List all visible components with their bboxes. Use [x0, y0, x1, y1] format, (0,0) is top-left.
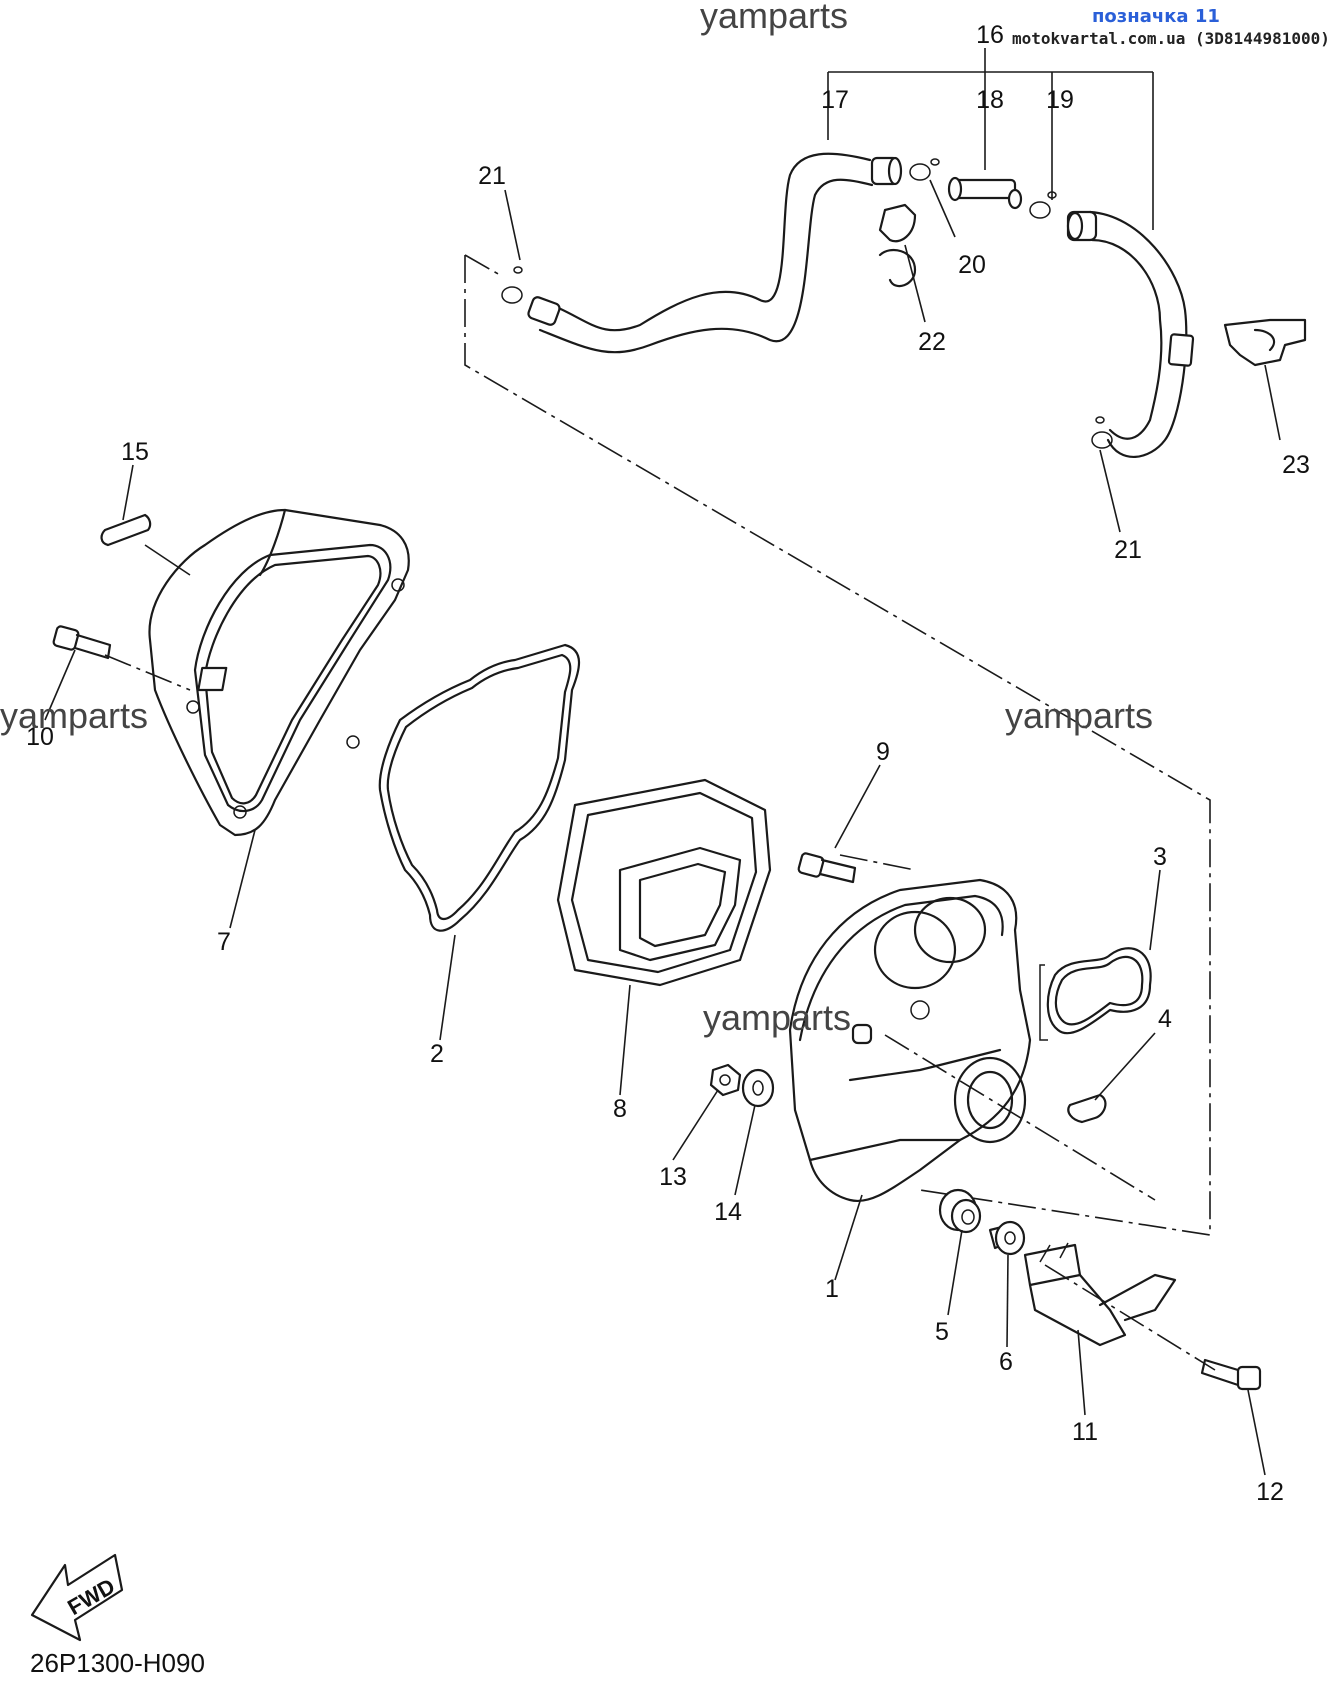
hose-clips	[501, 158, 1113, 449]
part-label: 22	[918, 328, 946, 356]
part-label: 5	[935, 1318, 949, 1346]
part-label: 3	[1153, 843, 1167, 871]
holder-23	[1223, 318, 1307, 367]
clamp-22	[878, 203, 917, 288]
seal-3	[1039, 947, 1152, 1041]
part-label: 4	[1158, 1005, 1172, 1033]
part-label: 18	[976, 86, 1004, 114]
part-label: 2	[430, 1040, 444, 1068]
right-hose	[1066, 210, 1195, 458]
part-label: 13	[659, 1163, 687, 1191]
fwd-arrow-icon: FWD	[30, 1553, 124, 1642]
bolt-9	[797, 852, 857, 884]
bolt-10	[52, 625, 112, 660]
air-cleaner-cover	[148, 508, 410, 837]
part-label: 12	[1256, 1478, 1284, 1506]
part-label: 11	[1072, 1418, 1098, 1446]
header-site: motokvartal.com.ua (3D8144981000)	[1012, 29, 1330, 48]
part-label: 10	[26, 723, 54, 751]
part-label: 7	[217, 928, 231, 956]
label-15	[100, 513, 152, 547]
part-label: 23	[1282, 451, 1310, 479]
part-label: 19	[1046, 86, 1074, 114]
bolt-12	[1200, 1358, 1262, 1391]
washer-14	[741, 1068, 775, 1108]
watermark: yamparts	[703, 997, 851, 1038]
seal-4	[1067, 1093, 1107, 1124]
nut-13	[709, 1063, 742, 1097]
diagram-code: 26P1300-H090	[30, 1648, 205, 1678]
part-label: 17	[821, 86, 849, 114]
assembly-outline	[104, 254, 1216, 1371]
bracket-16	[827, 48, 1154, 230]
leader-lines	[44, 179, 1281, 1476]
breather-hose	[527, 152, 903, 354]
part-label: 20	[958, 251, 986, 279]
gasket	[378, 643, 581, 932]
watermark: yamparts	[700, 0, 848, 36]
stay-11	[1023, 1242, 1177, 1347]
part-label: 9	[876, 738, 890, 766]
callout-labels: 1 2 3 4 5 6 7 8 9 10 11 12 13 14 15 16 1…	[26, 21, 1310, 1506]
part-label: 1	[825, 1275, 839, 1303]
union-pipe	[947, 176, 1023, 210]
part-label: 21	[478, 162, 506, 190]
part-label: 16	[976, 21, 1004, 49]
part-label: 21	[1114, 536, 1142, 564]
header-label: позначка 11	[1092, 6, 1220, 27]
collar-6	[988, 1220, 1026, 1256]
watermark: yamparts	[0, 695, 148, 736]
watermark: yamparts	[1005, 695, 1153, 736]
air-filter-element	[556, 778, 772, 987]
air-cleaner-case	[788, 878, 1032, 1203]
part-label: 15	[121, 438, 149, 466]
part-label: 14	[714, 1198, 742, 1226]
part-label: 6	[999, 1348, 1013, 1376]
grommet-5	[938, 1188, 982, 1234]
part-label: 8	[613, 1095, 627, 1123]
